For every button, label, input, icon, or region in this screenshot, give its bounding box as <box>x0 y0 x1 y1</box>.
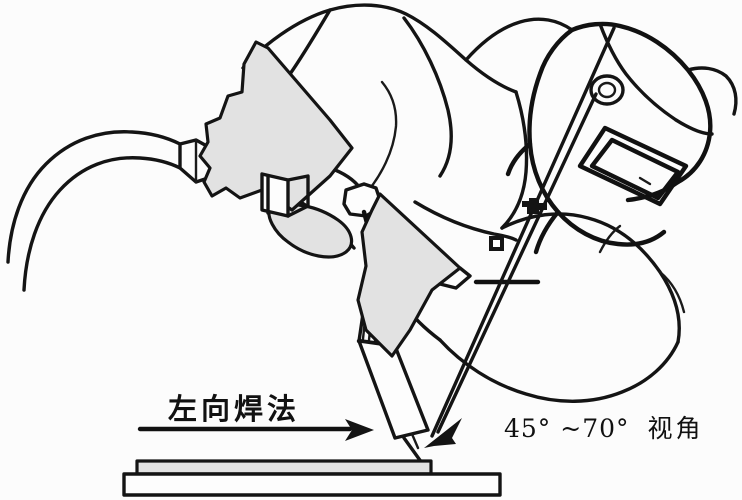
workpiece-lower-plate <box>122 472 502 497</box>
workpiece-upper-plate <box>135 459 433 476</box>
welder-glove-front <box>198 40 354 218</box>
jacket-button-lower <box>489 236 504 251</box>
workpiece <box>122 459 502 497</box>
direction-label: 左向焊法 <box>168 392 301 426</box>
angle-label: 45° ~70° 视角 <box>504 409 703 445</box>
sight-angle-lines <box>424 26 616 448</box>
welding-helmet <box>505 21 738 255</box>
helmet-viewing-lens <box>577 125 689 207</box>
welder-jacket <box>241 3 686 403</box>
welding-cable-hose <box>6 130 216 292</box>
direction-arrow <box>137 419 374 441</box>
angle-value-text: 45° ~70° <box>504 414 630 443</box>
sight-arrowhead <box>424 418 462 448</box>
angle-unit-text: 视角 <box>647 414 704 443</box>
welder-glove-rear <box>356 192 472 358</box>
